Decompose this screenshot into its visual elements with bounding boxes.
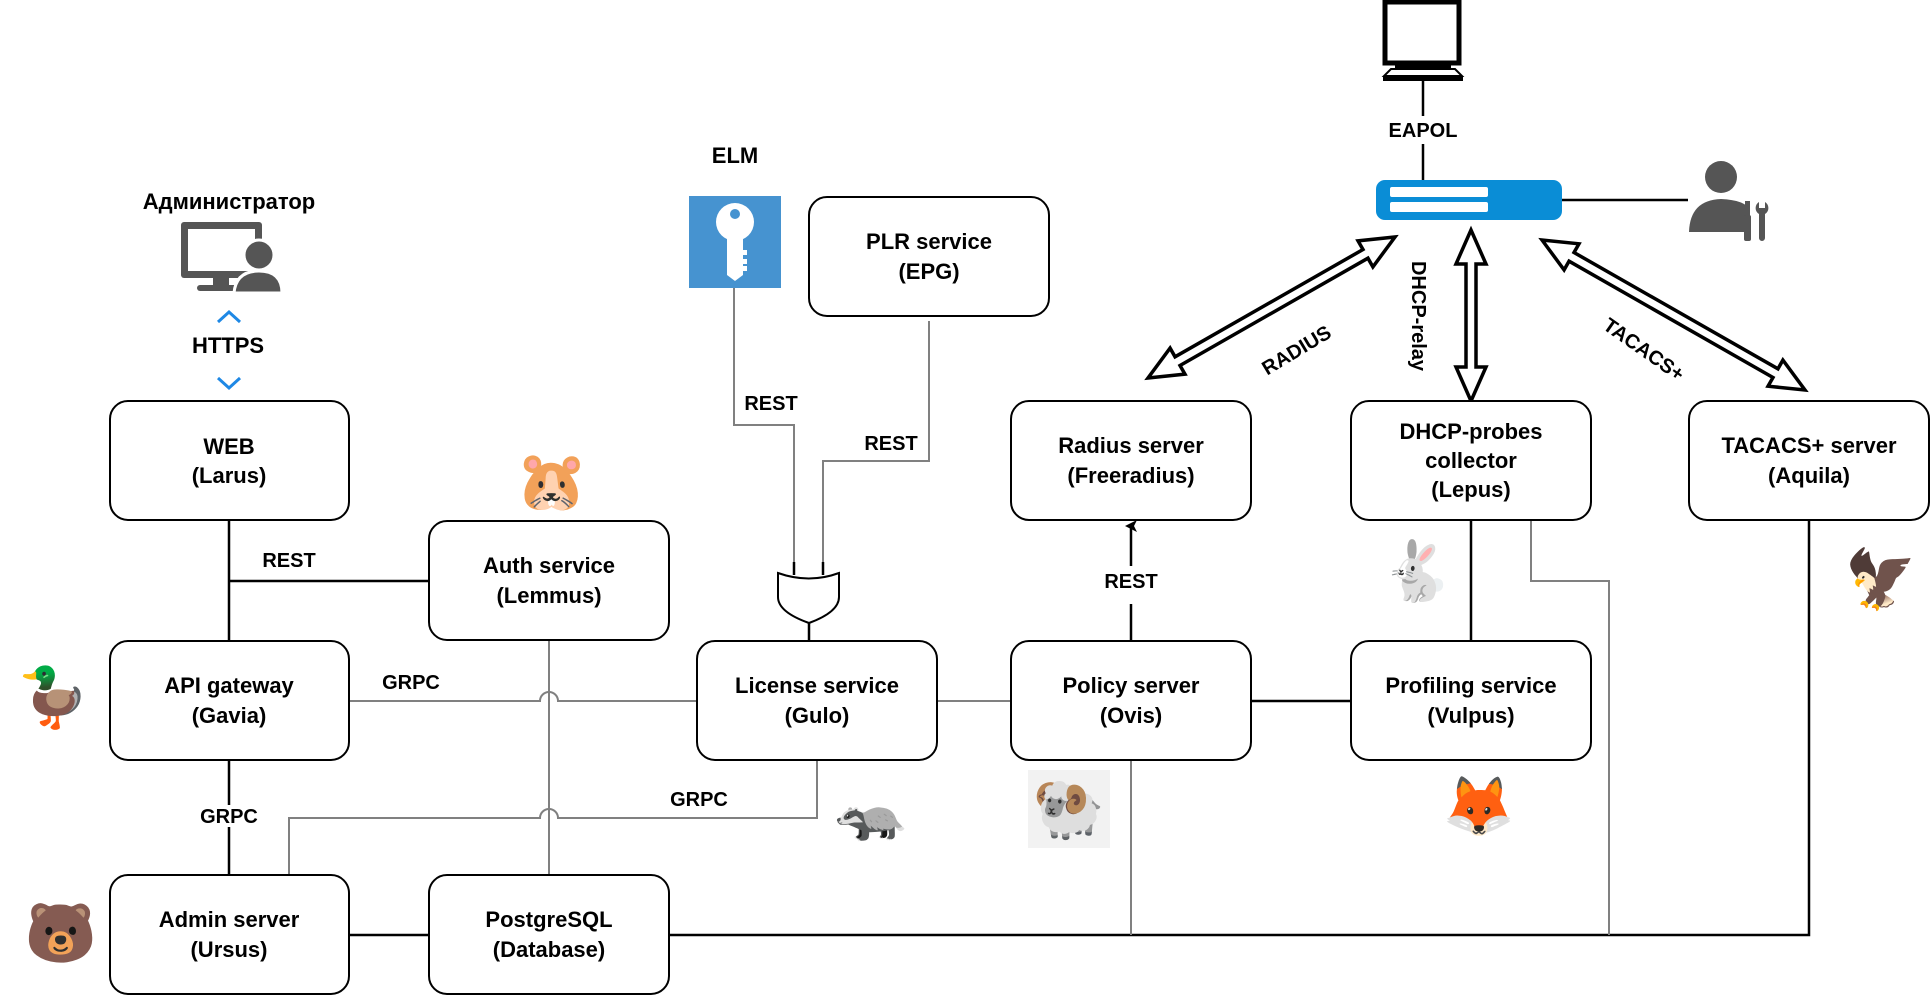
node-web-title: WEB [203,434,254,459]
radius-double-arrow-icon [1144,234,1399,381]
ursus-image: 🐻 [24,901,98,966]
node-plr-title: PLR service [866,229,992,254]
elm-key-icon[interactable] [689,196,781,288]
node-tacacs-subtitle: (Aquila) [1768,463,1850,488]
edge-label-license-admin: GRPC [670,789,728,811]
node-dhcp-line3: (Lepus) [1431,477,1510,502]
https-label: HTTPS [192,333,264,358]
node-tacacs-title: TACACS+ server [1721,433,1896,458]
radius-protocol-label: RADIUS [1258,322,1335,380]
vulpus-image: 🦊 [1442,774,1516,839]
chevron-up-icon [216,309,242,324]
edge-label-web-auth: REST [262,550,315,572]
node-policy-title: Policy server [1063,673,1200,698]
node-profiling-subtitle: (Vulpus) [1427,703,1514,728]
edge-label-plr-license: REST [864,433,917,455]
node-auth-subtitle: (Lemmus) [496,583,601,608]
merge-gate-icon [777,562,840,625]
node-radius-server[interactable]: Radius server (Freeradius) [1010,400,1252,521]
lemmus-image: 🐹 [515,449,589,514]
edge-label-api-admin: GRPC [200,806,258,828]
node-policy-server[interactable]: Policy server (Ovis) [1010,640,1252,761]
node-dhcp-line1: DHCP-probes [1399,419,1542,444]
node-api-gateway[interactable]: API gateway (Gavia) [109,640,350,761]
connections [227,80,1811,937]
node-tacacs-server[interactable]: TACACS+ server (Aquila) [1688,400,1930,521]
ovis-image: 🐏 [1028,770,1110,848]
admin-workstation-icon [181,222,284,295]
node-profiling-title: Profiling service [1385,673,1556,698]
edge-dhcp-bus [1530,520,1610,935]
node-auth-service[interactable]: Auth service (Lemmus) [428,520,670,641]
node-plr-subtitle: (EPG) [898,259,959,284]
node-license-service[interactable]: License service (Gulo) [696,640,938,761]
tacacs-protocol-label: TACACS+ [1599,314,1688,386]
lepus-image: 🐇 [1380,539,1454,604]
node-policy-subtitle: (Ovis) [1100,703,1162,728]
https-chevron-up-icon[interactable] [216,309,242,324]
edge-label-api-license: GRPC [382,672,440,694]
gulo-image: 🦡 [834,779,908,844]
tacacs-double-arrow-icon [1538,237,1809,393]
admin-user-label: Администратор [143,189,316,214]
node-postgres-subtitle: (Database) [493,937,605,962]
node-auth-title: Auth service [483,553,615,578]
node-admin-subtitle: (Ursus) [190,937,267,962]
node-dhcp-probes-collector[interactable]: DHCP-probes collector (Lepus) [1350,400,1592,521]
node-radius-title: Radius server [1058,433,1204,458]
node-postgres-title: PostgreSQL [485,907,612,932]
computer-icon[interactable] [1381,0,1465,81]
node-radius-subtitle: (Freeradius) [1067,463,1194,488]
node-plr-service[interactable]: PLR service (EPG) [808,196,1050,317]
chevron-down-icon [216,376,242,391]
node-license-title: License service [735,673,899,698]
https-chevron-down-icon[interactable] [216,376,242,391]
protocol-arrows [1144,225,1809,406]
eapol-label: EAPOL [1389,120,1458,142]
node-dhcp-line2: collector [1425,448,1517,473]
node-web[interactable]: WEB (Larus) [109,400,350,521]
dhcp-relay-protocol-label: DHCP-relay [1407,261,1429,372]
node-api-subtitle: (Gavia) [192,703,267,728]
key-icon [716,203,754,281]
edge-label-policy-radius: REST [1104,571,1157,593]
node-web-subtitle: (Larus) [192,463,267,488]
node-api-title: API gateway [164,673,294,698]
edge-postgres-tacacs [669,520,1811,937]
dhcp-relay-double-arrow-icon [1453,225,1489,406]
node-profiling-service[interactable]: Profiling service (Vulpus) [1350,640,1592,761]
technician-icon [1689,161,1769,241]
gavia-image: 🦆 [17,664,90,730]
edge-license-admin [288,760,818,875]
node-license-subtitle: (Gulo) [785,703,850,728]
edge-label-elm-license: REST [744,393,797,415]
node-admin-server[interactable]: Admin server (Ursus) [109,874,350,995]
network-switch-icon[interactable] [1376,180,1562,220]
node-admin-title: Admin server [159,907,300,932]
node-postgresql[interactable]: PostgreSQL (Database) [428,874,670,995]
elm-label: ELM [712,143,758,168]
edge-plr-gate [822,321,930,562]
gray-connections [288,287,1610,935]
aquila-image: 🦅 [1844,547,1918,612]
edge-elm-gate [733,287,795,562]
